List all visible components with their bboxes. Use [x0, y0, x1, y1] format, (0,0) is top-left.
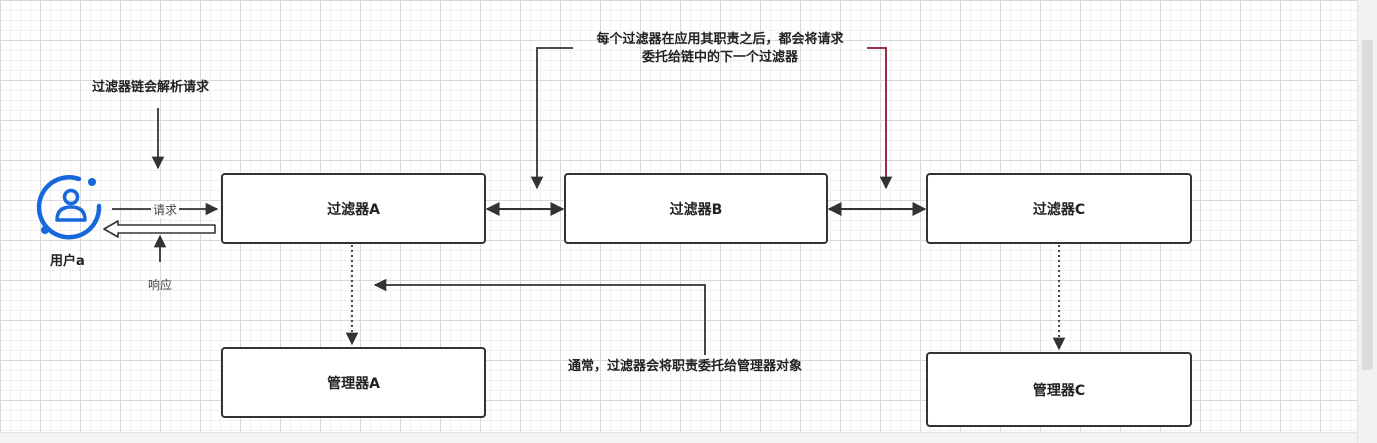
filter-a-node[interactable]: 过滤器A: [221, 173, 486, 244]
chain-parses-note: 过滤器链会解析请求: [92, 80, 210, 95]
delegate-next-note-line2: 委托给链中的下一个过滤器: [641, 50, 798, 65]
delegate-next-note-line1: 每个过滤器在应用其职责之后，都会将请求: [596, 32, 844, 47]
scrollbar-thumb[interactable]: [1362, 40, 1373, 370]
manager-c-node[interactable]: 管理器C: [926, 352, 1192, 427]
delegate-note-left-arrow: [530, 47, 573, 190]
response-arrow: [103, 220, 216, 238]
delegate-manager-note: 通常，过滤器会将职责委托给管理器对象: [568, 359, 803, 374]
delegate-next-note: 每个过滤器在应用其职责之后，都会将请求 委托给链中的下一个过滤器: [573, 31, 867, 67]
delegate-manager-note-arrow: [373, 278, 706, 355]
bottom-status-strip: [0, 432, 1357, 443]
user-label: 用户a: [50, 254, 85, 269]
filter-c-node[interactable]: 过滤器C: [926, 173, 1192, 244]
response-label: 响应: [148, 278, 173, 292]
manager-a-node[interactable]: 管理器A: [221, 347, 486, 418]
delegate-note-right-arrow: [867, 47, 893, 190]
vertical-scrollbar[interactable]: [1357, 0, 1377, 443]
user-icon: [36, 175, 102, 240]
request-label: 请求: [151, 201, 180, 218]
filter-b-node[interactable]: 过滤器B: [564, 173, 828, 244]
